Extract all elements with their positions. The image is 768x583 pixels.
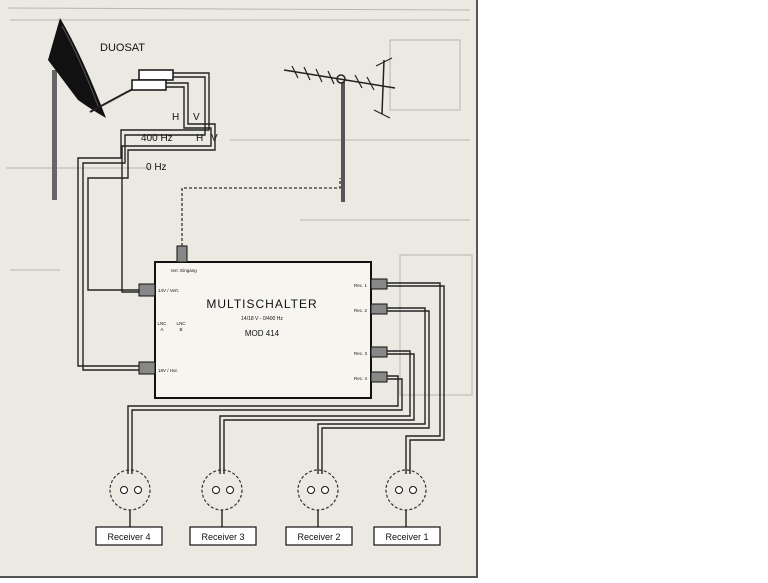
scanned-diagram-page: DUOSAT H V 400 Hz H V 0 Hz MULTISCHALTER…: [0, 0, 478, 578]
output-label-rec3: Rec. 3: [354, 351, 368, 356]
feed-label-h-mid: H: [196, 133, 203, 144]
cable-rec1: [387, 282, 441, 474]
multiswitch-wiring-diagram: DUOSAT H V 400 Hz H V 0 Hz MULTISCHALTER…: [6, 7, 473, 546]
output-label-rec4: Rec. 4: [354, 376, 368, 381]
receiver-3-label: Receiver 3: [201, 532, 244, 542]
feed-cable-18v-hor-return: [82, 76, 206, 371]
feed-cable-18v-hor: [77, 72, 210, 367]
lnb-feed-upper: [138, 69, 174, 81]
lnc-b-label-line2: B: [179, 327, 182, 332]
lnc-a-label-line1: LNC: [157, 321, 167, 326]
lnc-a-label-line2: A: [160, 327, 163, 332]
switch-model: MOD 414: [245, 329, 280, 338]
multiswitch-box: MULTISCHALTER 14/18 V - 0/400 Hz MOD 414…: [154, 261, 372, 399]
receiver-box-2: Receiver 2: [285, 526, 353, 546]
output-label-rec2: Rec. 2: [354, 308, 368, 313]
receiver-4-label: Receiver 4: [107, 532, 150, 542]
feed-label-0hz: 0 Hz: [146, 162, 167, 173]
receiver-box-4: Receiver 4: [95, 526, 163, 546]
receiver-1-label: Receiver 1: [385, 532, 428, 542]
cable-rec3-b: [223, 353, 415, 474]
input-14v-label: 14V / Vert.: [158, 288, 179, 293]
terr-input-label: terr. Eingang: [171, 268, 197, 273]
wall-socket-icon: [385, 469, 427, 511]
terrestrial-antenna-icon: [283, 57, 396, 202]
feed-label-v-top: V: [193, 112, 200, 123]
feed-label-400hz: 400 Hz: [141, 133, 173, 144]
terrestrial-cable: [181, 178, 341, 246]
lnc-b-label-line1: LNC: [176, 321, 186, 326]
satellite-dish-icon: [48, 18, 174, 200]
feed-label-h-top: H: [172, 112, 179, 123]
input-14v-connector: [138, 283, 156, 297]
wall-socket-icon: [201, 469, 243, 511]
cable-rec2-b: [321, 310, 430, 474]
output-rec1-connector: [370, 278, 388, 290]
input-18v-label: 18V / Hor.: [158, 368, 178, 373]
output-rec2-connector: [370, 303, 388, 315]
cable-rec4-b: [131, 378, 403, 474]
switch-spec: 14/18 V - 0/400 Hz: [241, 316, 283, 322]
receiver-2-label: Receiver 2: [297, 532, 340, 542]
receiver-box-1: Receiver 1: [373, 526, 441, 546]
terr-input-connector: [176, 245, 188, 263]
output-label-rec1: Rec. 1: [354, 283, 368, 288]
cable-rec4: [127, 375, 399, 474]
feed-cable-14v-vert-return: [121, 86, 212, 293]
feed-cable-14v-vert: [87, 82, 216, 291]
cable-rec2: [317, 307, 426, 474]
input-18v-connector: [138, 361, 156, 375]
cable-rec3: [219, 350, 411, 474]
lnb-feed-lower: [131, 79, 167, 91]
output-rec4-connector: [370, 371, 388, 383]
feed-label-v-mid: V: [211, 133, 218, 144]
dish-brand-label: DUOSAT: [100, 42, 145, 54]
receiver-box-3: Receiver 3: [189, 526, 257, 546]
wall-socket-icon: [109, 469, 151, 511]
cable-rec1-b: [387, 285, 445, 474]
switch-title: MULTISCHALTER: [206, 297, 317, 311]
scan-background-marks: [6, 7, 473, 396]
output-rec3-connector: [370, 346, 388, 358]
wall-socket-icon: [297, 469, 339, 511]
